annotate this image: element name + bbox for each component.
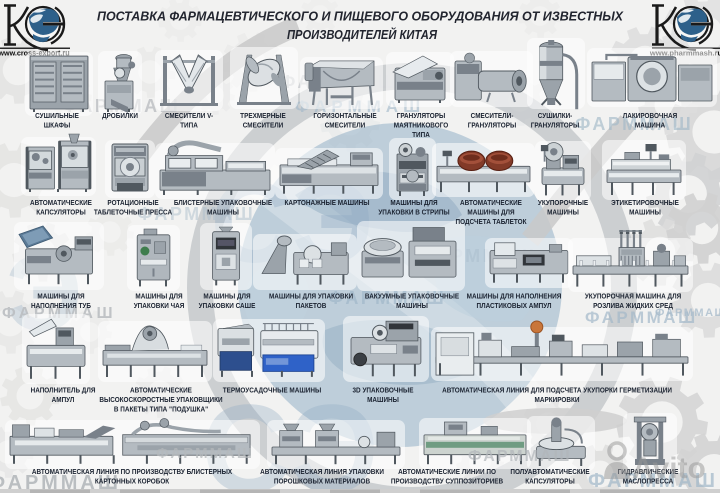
svg-text:ТЕРМОУСАДОЧНЫЕ МАШИНЫ: ТЕРМОУСАДОЧНЫЕ МАШИНЫ	[223, 387, 322, 394]
svg-text:ТИПА: ТИПА	[180, 122, 198, 129]
svg-text:ФАРММАШ: ФАРММАШ	[575, 114, 693, 134]
svg-text:РОТАЦИОННЫЕ: РОТАЦИОННЫЕ	[107, 200, 159, 207]
svg-text:ПОЛУАВТОМАТИЧЕСКИЕ: ПОЛУАВТОМАТИЧЕСКИЕ	[510, 469, 590, 476]
svg-text:АВТОМАТИЧЕСКИЕ: АВТОМАТИЧЕСКИЕ	[30, 200, 92, 207]
svg-text:МАШИНЫ: МАШИНЫ	[367, 397, 399, 404]
svg-text:АВТОМАТИЧЕСКАЯ ЛИНИЯ УПАКОВКИ: АВТОМАТИЧЕСКАЯ ЛИНИЯ УПАКОВКИ	[260, 469, 384, 476]
svg-text:СУШИЛКИ-: СУШИЛКИ-	[538, 113, 573, 120]
svg-text:ПЛАСТИКОВЫХ АМПУЛ: ПЛАСТИКОВЫХ АМПУЛ	[477, 303, 552, 310]
svg-text:СМЕСИТЕЛИ: СМЕСИТЕЛИ	[325, 122, 366, 129]
svg-text:БЛИСТЕРНЫЕ УПАКОВОЧНЫЕ: БЛИСТЕРНЫЕ УПАКОВОЧНЫЕ	[174, 200, 273, 207]
svg-text:УКУПОРОЧНЫЕ: УКУПОРОЧНЫЕ	[538, 200, 589, 207]
svg-text:ФАРММАШ: ФАРММАШ	[655, 307, 720, 319]
svg-text:АВТОМАТИЧЕСКИЕ: АВТОМАТИЧЕСКИЕ	[460, 200, 522, 207]
svg-text:МАШИНА: МАШИНА	[635, 122, 665, 129]
svg-text:УПАКОВКИ В СТРИПЫ: УПАКОВКИ В СТРИПЫ	[378, 209, 450, 216]
svg-text:КАРТОННЫХ КОРОБОК: КАРТОННЫХ КОРОБОК	[95, 478, 170, 485]
svg-text:ВЫСОКОСКОРОСТНЫЕ УПАКОВЩИКИ: ВЫСОКОСКОРОСТНЫЕ УПАКОВЩИКИ	[99, 397, 222, 404]
svg-text:ФАРММАШ: ФАРММАШ	[156, 445, 254, 462]
svg-text:ГРАНУЛЯТОРЫ: ГРАНУЛЯТОРЫ	[531, 122, 580, 129]
svg-text:МАШИНЫ ДЛЯ НАПОЛНЕНИЯ: МАШИНЫ ДЛЯ НАПОЛНЕНИЯ	[467, 293, 562, 300]
svg-text:МАШИНЫ ДЛЯ: МАШИНЫ ДЛЯ	[203, 293, 250, 300]
svg-text:ФАРММАШ: ФАРММАШ	[0, 472, 121, 493]
svg-text:СМЕСИТЕЛИ V-: СМЕСИТЕЛИ V-	[165, 113, 213, 120]
svg-text:ТАБЛЕТОЧНЫЕ ПРЕССА: ТАБЛЕТОЧНЫЕ ПРЕССА	[94, 209, 172, 216]
svg-text:УПАКОВКИ САШЕ: УПАКОВКИ САШЕ	[199, 303, 256, 310]
svg-text:УКУПОРОЧНАЯ МАШИНА ДЛЯ: УКУПОРОЧНАЯ МАШИНА ДЛЯ	[585, 293, 681, 300]
svg-text:ГРАНУЛЯТОРЫ: ГРАНУЛЯТОРЫ	[468, 122, 517, 129]
svg-text:МАШИНЫ: МАШИНЫ	[207, 209, 239, 216]
svg-text:МАШИНЫ: МАШИНЫ	[396, 303, 428, 310]
svg-text:ФАРММАШ: ФАРММАШ	[328, 288, 446, 308]
svg-text:АМПУЛ: АМПУЛ	[52, 397, 75, 404]
svg-text:МАШИНЫ ДЛЯ: МАШИНЫ ДЛЯ	[37, 293, 84, 300]
svg-text:ФАРММАШ: ФАРММАШ	[468, 448, 572, 465]
svg-text:АВТОМАТИЧЕСКАЯ ЛИНИЯ ПО ПРОИЗВ: АВТОМАТИЧЕСКАЯ ЛИНИЯ ПО ПРОИЗВОДСТВУ БЛИ…	[32, 469, 233, 476]
svg-text:ПРОИЗВОДСТВУ СУППОЗИТОРИЕВ: ПРОИЗВОДСТВУ СУППОЗИТОРИЕВ	[391, 478, 503, 485]
svg-text:ПРОИЗВОДИТЕЛЕЙ КИТАЯ: ПРОИЗВОДИТЕЛЕЙ КИТАЯ	[287, 26, 438, 42]
svg-text:ГИДРАВЛИЧЕСКИЕ: ГИДРАВЛИЧЕСКИЕ	[618, 469, 679, 476]
svg-text:ПОСТАВКА ФАРМАЦЕВТИЧЕСКОГО И П: ПОСТАВКА ФАРМАЦЕВТИЧЕСКОГО И ПИЩЕВОГО ОБ…	[97, 9, 624, 24]
svg-text:НАПОЛНИТЕЛЬ ДЛЯ: НАПОЛНИТЕЛЬ ДЛЯ	[31, 387, 96, 394]
svg-text:РОЗЛИВА ЖИДКИХ СРЕД: РОЗЛИВА ЖИДКИХ СРЕД	[593, 303, 673, 310]
svg-text:СМЕСИТЕЛИ: СМЕСИТЕЛИ	[243, 122, 284, 129]
svg-text:МАСЛОПРЕССА: МАСЛОПРЕССА	[623, 478, 674, 485]
svg-text:МАШИНЫ ДЛЯ: МАШИНЫ ДЛЯ	[467, 209, 514, 216]
svg-text:КАПСУЛЯТОРЫ: КАПСУЛЯТОРЫ	[36, 209, 86, 216]
svg-text:ЛАКИРОВОЧНАЯ: ЛАКИРОВОЧНАЯ	[623, 113, 678, 120]
svg-text:МАШИНЫ: МАШИНЫ	[547, 209, 579, 216]
svg-text:СМЕСИТЕЛИ-: СМЕСИТЕЛИ-	[471, 113, 514, 120]
svg-text:Avito: Avito	[632, 452, 706, 485]
svg-text:ЭТИКЕТИРОВОЧНЫЕ: ЭТИКЕТИРОВОЧНЫЕ	[611, 200, 679, 207]
svg-text:МАЯТНИКОВОГО: МАЯТНИКОВОГО	[394, 122, 448, 129]
svg-text:НАПОЛНЕНИЯ ТУБ: НАПОЛНЕНИЯ ТУБ	[31, 303, 91, 310]
svg-text:МАШИНЫ ДЛЯ: МАШИНЫ ДЛЯ	[390, 200, 437, 207]
svg-text:ТРЕХМЕРНЫЕ: ТРЕХМЕРНЫЕ	[240, 113, 286, 120]
svg-text:В ПАКЕТЫ ТИПА "ПОДУШКА": В ПАКЕТЫ ТИПА "ПОДУШКА"	[114, 406, 208, 413]
svg-text:МАШИНЫ ДЛЯ УПАКОВКИ: МАШИНЫ ДЛЯ УПАКОВКИ	[269, 293, 353, 300]
svg-text:КАРТОНАЖНЫЕ МАШИНЫ: КАРТОНАЖНЫЕ МАШИНЫ	[284, 200, 369, 207]
svg-text:ГРАНУЛЯТОРЫ: ГРАНУЛЯТОРЫ	[397, 113, 446, 120]
svg-text:ШКАФЫ: ШКАФЫ	[44, 122, 71, 129]
svg-text:АВТОМАТИЧЕСКИЕ: АВТОМАТИЧЕСКИЕ	[130, 387, 192, 394]
svg-text:МАШИНЫ: МАШИНЫ	[629, 209, 661, 216]
svg-text:ВАКУУМНЫЕ УПАКОВОЧНЫЕ: ВАКУУМНЫЕ УПАКОВОЧНЫЕ	[365, 293, 460, 300]
svg-text:ТИПА: ТИПА	[412, 132, 430, 139]
svg-text:СУШИЛЬНЫЕ: СУШИЛЬНЫЕ	[35, 113, 79, 120]
svg-text:ПАКЕТОВ: ПАКЕТОВ	[296, 303, 327, 310]
svg-text:АВТОМАТИЧЕСКАЯ ЛИНИЯ ДЛЯ ПОДСЧ: АВТОМАТИЧЕСКАЯ ЛИНИЯ ДЛЯ ПОДСЧЕТА УКУПОР…	[442, 387, 672, 394]
svg-text:АВТОМАТИЧЕСКИЕ ЛИНИИ ПО: АВТОМАТИЧЕСКИЕ ЛИНИИ ПО	[398, 469, 496, 476]
svg-text:ДРОБИЛКИ: ДРОБИЛКИ	[102, 113, 138, 120]
svg-text:УПАКОВКИ ЧАЯ: УПАКОВКИ ЧАЯ	[134, 303, 185, 310]
svg-text:ПОДСЧЕТА ТАБЛЕТОК: ПОДСЧЕТА ТАБЛЕТОК	[456, 219, 528, 226]
svg-text:МАШИНЫ ДЛЯ: МАШИНЫ ДЛЯ	[135, 293, 182, 300]
svg-text:КАПСУЛЯТОРЫ: КАПСУЛЯТОРЫ	[525, 478, 575, 485]
svg-text:ФАРММАШ: ФАРММАШ	[137, 204, 255, 224]
svg-text:ПОРОШКОВЫХ МАТЕРИАЛОВ: ПОРОШКОВЫХ МАТЕРИАЛОВ	[274, 478, 370, 485]
svg-text:МАРКИРОВКИ: МАРКИРОВКИ	[535, 397, 580, 404]
svg-text:3D УПАКОВОЧНЫЕ: 3D УПАКОВОЧНЫЕ	[352, 387, 413, 394]
svg-text:ФАРММАШ: ФАРММАШ	[585, 308, 698, 327]
svg-text:ГОРИЗОНТАЛЬНЫЕ: ГОРИЗОНТАЛЬНЫЕ	[313, 113, 377, 120]
